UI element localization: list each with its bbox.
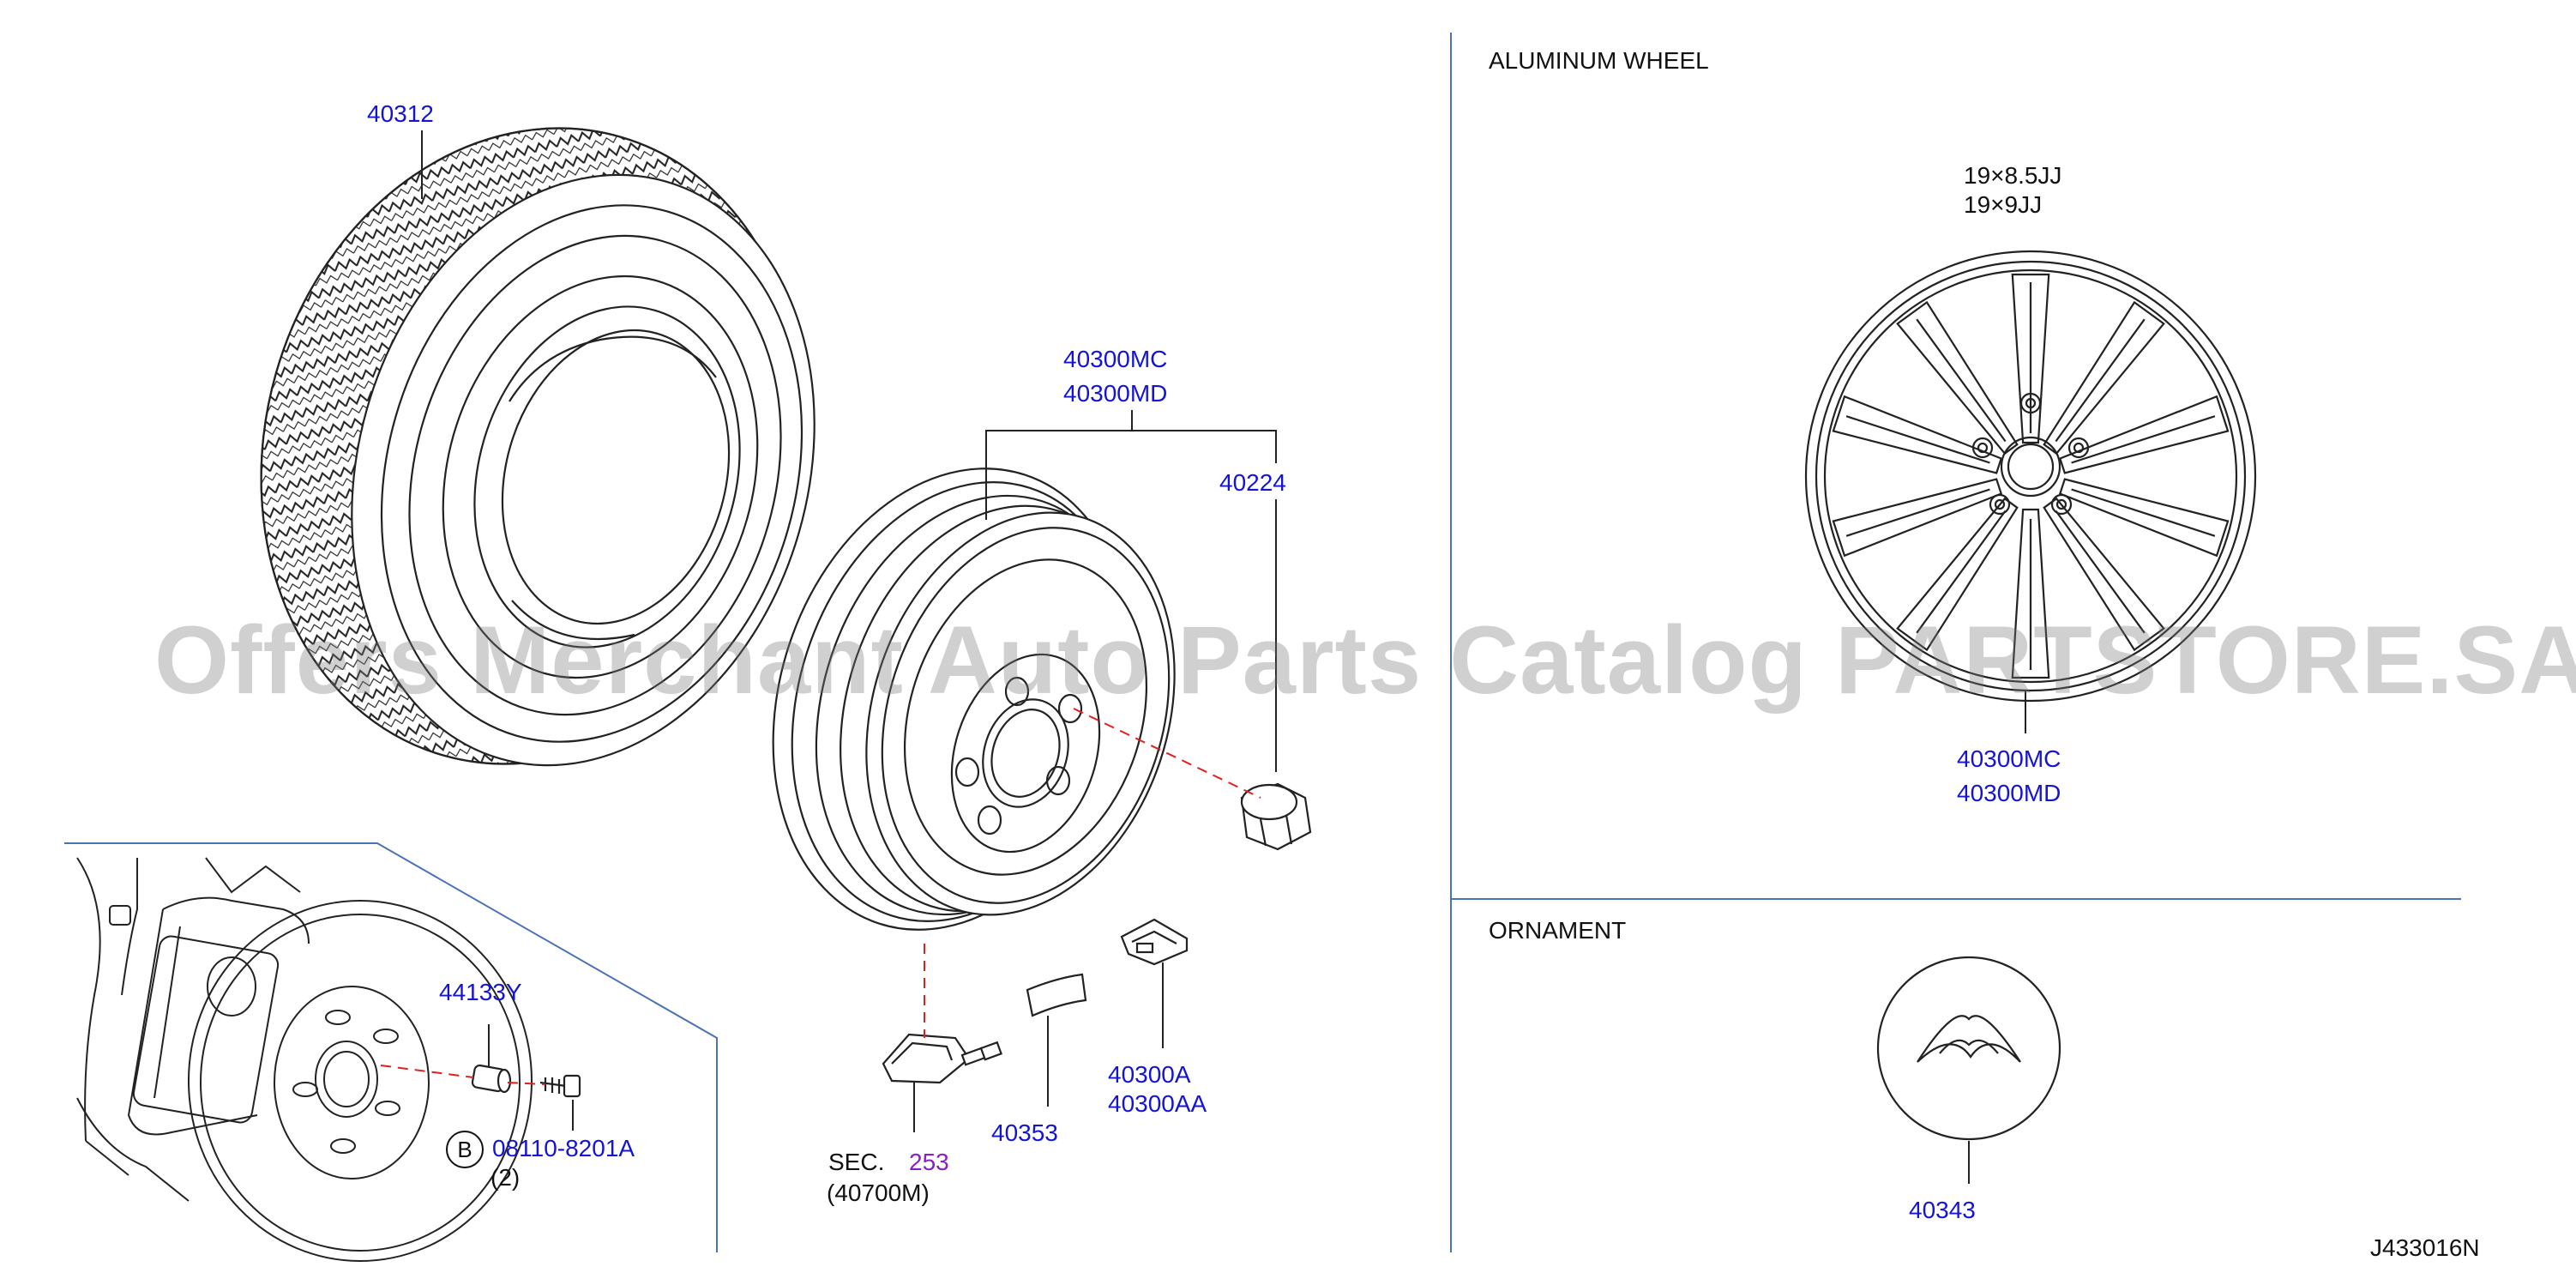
wheel-size-1: 19×8.5JJ [1964, 162, 2062, 189]
wheel-spoke-ridge [2055, 510, 2146, 634]
part-label-40343[interactable]: 40343 [1909, 1197, 1976, 1223]
tire-drawing[interactable] [188, 63, 882, 829]
part-label-40300md-alu[interactable]: 40300MD [1957, 780, 2061, 806]
sensor-sec-number[interactable]: 253 [909, 1149, 949, 1175]
wheel-spoke [2011, 273, 2050, 444]
wheel-spoke-ridge [2055, 318, 2146, 443]
wheel-spoke-ridge [2071, 415, 2216, 464]
tpms-sensor-drawing[interactable] [882, 1033, 1002, 1084]
wheel-size-2: 19×9JJ [1964, 191, 2043, 218]
part-label-40300aa[interactable]: 40300AA [1108, 1090, 1207, 1117]
sensor-part-number: (40700M) [827, 1179, 930, 1206]
wheel-spoke [1832, 395, 2003, 474]
clip-weight-drawing[interactable] [1120, 918, 1189, 966]
wheel-spoke-ridge [1845, 415, 1990, 464]
wheel-spoke-ridge [2071, 488, 2216, 537]
red-dashed-leaders [380, 708, 1261, 1085]
bolt-ref-circle-b: B [446, 1131, 484, 1168]
part-label-40300a[interactable]: 40300A [1108, 1061, 1191, 1088]
wheel-spoke [2043, 300, 2165, 456]
watermark: Offers Merchant Auto Parts Catalog PARTS… [154, 606, 2576, 714]
part-label-44133y[interactable]: 44133Y [439, 979, 522, 1005]
wheel-spoke [2058, 478, 2230, 558]
section-title-aluminum-wheel: ALUMINUM WHEEL [1489, 47, 1709, 74]
bolt-quantity: (2) [491, 1164, 521, 1191]
wheel-spoke-ridge [1845, 488, 1990, 537]
part-label-40312[interactable]: 40312 [367, 100, 434, 127]
section-borders [64, 33, 2461, 1252]
part-label-08110-8201a[interactable]: 08110-8201A [492, 1135, 635, 1161]
part-label-40300mc-spare[interactable]: 40300MC [1063, 346, 1168, 372]
wheel-spoke [2011, 508, 2050, 679]
wheel-spoke [2043, 497, 2165, 652]
sensor-sec-prefix: SEC. [828, 1149, 885, 1175]
wheel-spoke [1832, 478, 2003, 558]
wheel-spoke-ridge [1916, 510, 2007, 634]
part-label-40300mc-alu[interactable]: 40300MC [1957, 745, 2061, 772]
balance-weight-drawing[interactable] [1026, 973, 1087, 1017]
diagram-code: J433016N [2370, 1234, 2480, 1261]
leader-lines [421, 130, 2026, 1184]
wheel-spoke [2058, 395, 2230, 474]
spare-wheel-drawing[interactable] [716, 422, 1225, 977]
ornament-drawing[interactable] [1876, 956, 2061, 1141]
section-title-ornament: ORNAMENT [1489, 917, 1627, 944]
wheel-nut-drawing[interactable] [1240, 782, 1312, 851]
aluminum-wheel-drawing[interactable] [1804, 250, 2257, 703]
wheel-spoke [1896, 300, 2019, 456]
brake-hub-drawing [76, 857, 533, 1262]
wheel-spoke-ridge [1916, 318, 2007, 443]
part-label-40300md-spare[interactable]: 40300MD [1063, 380, 1168, 407]
hub-bolt-drawing[interactable] [471, 1064, 581, 1098]
part-label-40224[interactable]: 40224 [1219, 469, 1286, 496]
part-label-40353[interactable]: 40353 [991, 1119, 1058, 1146]
